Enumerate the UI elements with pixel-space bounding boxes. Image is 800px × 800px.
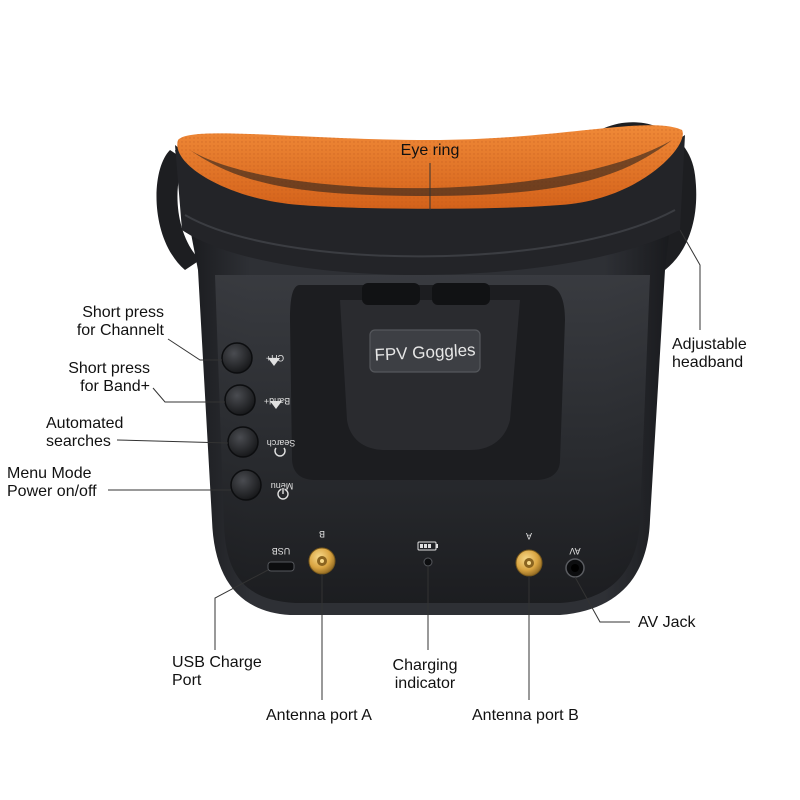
callout-av-jack: AV Jack (638, 614, 696, 632)
antenna-a-text: Antenna port A (266, 707, 372, 724)
usb-line-1: USB Charge (172, 654, 262, 671)
usb-line-2: Port (172, 672, 202, 689)
charging-led (423, 557, 433, 567)
callout-band: Short press for Band+ (46, 360, 150, 396)
callout-charging: Charging indicator (380, 657, 470, 693)
charging-line-2: indicator (394, 675, 456, 692)
search-line-2: searches (46, 433, 111, 450)
callout-eye-ring: Eye ring (392, 142, 468, 160)
search-loop-icon (274, 447, 286, 457)
antenna-port-a[interactable] (515, 549, 543, 577)
channel-line-1: Short press (82, 304, 164, 321)
band-up-icon (270, 401, 282, 409)
callout-channel: Short press for Channelt (46, 304, 164, 340)
callout-usb: USB Charge Port (172, 654, 262, 690)
av-jack-text: AV Jack (638, 614, 696, 631)
antenna-b-label: B (319, 529, 325, 539)
callout-search: Automated searches (46, 415, 123, 451)
power-icon (277, 487, 289, 500)
menu-label: Menu (271, 481, 294, 491)
headband-line-1: Adjustable (672, 336, 747, 353)
antenna-port-b[interactable] (308, 547, 336, 575)
av-label: AV (569, 546, 580, 556)
menu-line-2: Power on/off (7, 483, 97, 500)
band-line-1: Short press (68, 360, 150, 377)
menu-button[interactable] (230, 469, 262, 501)
fpv-goggles-badge: FPV Goggles (369, 329, 481, 373)
callout-antenna-a: Antenna port A (266, 707, 372, 725)
usb-label: USB (272, 546, 291, 556)
charging-line-1: Charging (392, 657, 458, 674)
vent-slot-right (432, 283, 490, 305)
callout-headband: Adjustable headband (672, 336, 747, 372)
ch-up-icon (268, 358, 280, 366)
leader-lines (108, 163, 701, 700)
search-button[interactable] (227, 426, 259, 458)
ch-plus-button[interactable] (221, 342, 253, 374)
antenna-b-text: Antenna port B (472, 707, 579, 724)
callout-menu: Menu Mode Power on/off (7, 465, 97, 501)
band-line-2: for Band+ (80, 378, 150, 395)
channel-line-2: for Channelt (76, 322, 164, 339)
headband-line-2: headband (672, 354, 744, 371)
menu-line-1: Menu Mode (7, 465, 92, 482)
vent-slot-left (362, 283, 420, 305)
callout-antenna-b: Antenna port B (472, 707, 579, 725)
search-line-1: Automated (46, 415, 124, 432)
battery-icon (417, 541, 438, 551)
av-jack[interactable] (565, 558, 585, 578)
band-plus-button[interactable] (224, 384, 256, 416)
eye-ring-text: Eye ring (400, 142, 460, 159)
usb-port[interactable] (267, 561, 295, 572)
search-label: Search (267, 438, 296, 448)
antenna-a-label: A (526, 531, 532, 541)
